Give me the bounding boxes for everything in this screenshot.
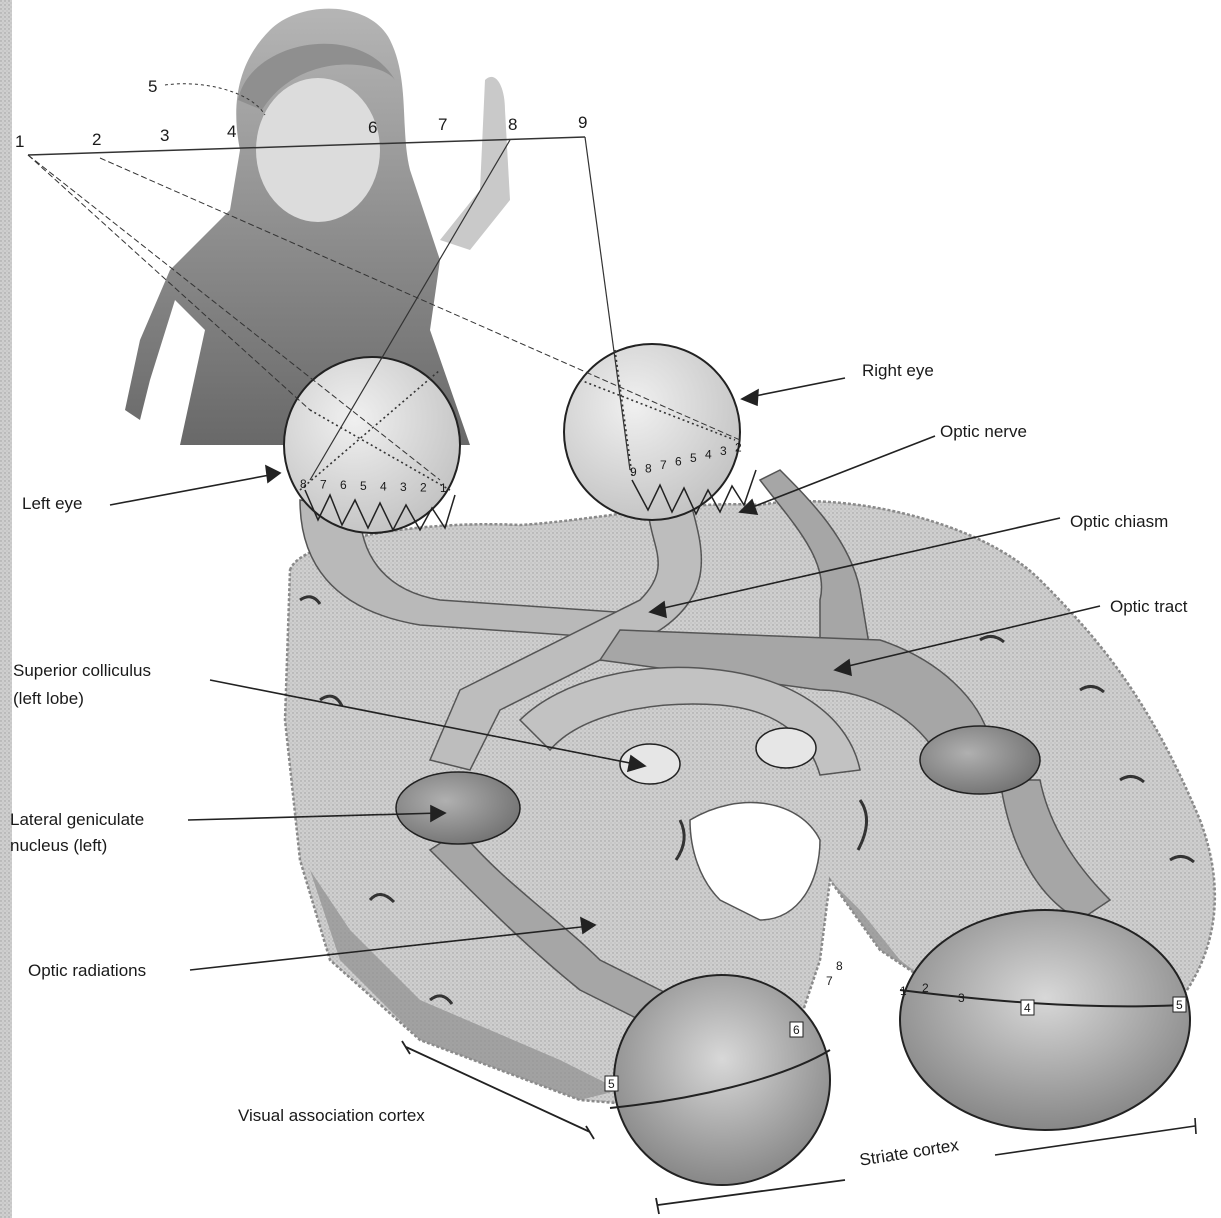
right-cortex-num-3: 3 xyxy=(958,991,965,1005)
field-point-1: 1 xyxy=(15,132,24,151)
field-point-2: 2 xyxy=(92,130,101,149)
label-right-eye: Right eye xyxy=(862,360,934,381)
left-retina-num-6: 6 xyxy=(340,478,347,492)
right-cortex-num-5: 5 xyxy=(1176,998,1183,1012)
label-lgn-line2: nucleus (left) xyxy=(10,835,107,856)
left-retina-num-2: 2 xyxy=(420,481,427,495)
label-superior-colliculus-line2: (left lobe) xyxy=(13,688,84,709)
margin-stipple xyxy=(0,0,12,1218)
field-point-5: 5 xyxy=(148,77,157,96)
label-optic-chiasm: Optic chiasm xyxy=(1070,511,1168,532)
label-optic-tract: Optic tract xyxy=(1110,596,1187,617)
field-point-6: 6 xyxy=(368,118,377,137)
left-retina-num-4: 4 xyxy=(380,479,387,493)
right-occipital-cortex xyxy=(900,910,1190,1130)
right-retina-num-3: 3 xyxy=(720,444,727,458)
label-lgn-line1: Lateral geniculate xyxy=(10,809,144,830)
label-optic-nerve: Optic nerve xyxy=(940,421,1027,442)
right-retina-num-7: 7 xyxy=(660,458,667,472)
right-retina-num-5: 5 xyxy=(690,451,697,465)
left-retina-num-5: 5 xyxy=(360,479,367,493)
left-cortex-num-8: 8 xyxy=(836,959,843,973)
lateral-geniculate-nucleus-left xyxy=(396,772,520,844)
right-cortex-num-2: 2 xyxy=(922,981,929,995)
right-retina-num-9: 9 xyxy=(630,465,637,479)
field-point-9: 9 xyxy=(578,113,587,132)
right-eye xyxy=(564,344,740,520)
left-cortex-num-7: 7 xyxy=(826,974,833,988)
right-retina-num-6: 6 xyxy=(675,455,682,469)
label-visual-association-cortex: Visual association cortex xyxy=(238,1105,425,1126)
label-superior-colliculus-line1: Superior colliculus xyxy=(13,660,151,681)
left-retina-num-7: 7 xyxy=(320,478,327,492)
left-cortex-num-5: 5 xyxy=(608,1077,615,1091)
right-retina-num-4: 4 xyxy=(705,448,712,462)
label-optic-radiations: Optic radiations xyxy=(28,960,146,981)
field-point-3: 3 xyxy=(160,126,169,145)
left-retina-num-8: 8 xyxy=(300,477,307,491)
left-retina-num-3: 3 xyxy=(400,480,407,494)
left-retina-num-1: 1 xyxy=(440,481,447,495)
superior-colliculus-right xyxy=(756,728,816,768)
field-point-7: 7 xyxy=(438,115,447,134)
right-cortex-num-1: 1 xyxy=(900,984,907,998)
right-retina-num-8: 8 xyxy=(645,462,652,476)
lateral-geniculate-nucleus-right xyxy=(920,726,1040,794)
field-point-4: 4 xyxy=(227,122,236,141)
left-cortex-num-6: 6 xyxy=(793,1023,800,1037)
right-cortex-num-4: 4 xyxy=(1024,1001,1031,1015)
label-left-eye: Left eye xyxy=(22,493,83,514)
left-occipital-cortex xyxy=(614,975,830,1185)
right-retina-num-2: 2 xyxy=(735,441,742,455)
field-point-8: 8 xyxy=(508,115,517,134)
